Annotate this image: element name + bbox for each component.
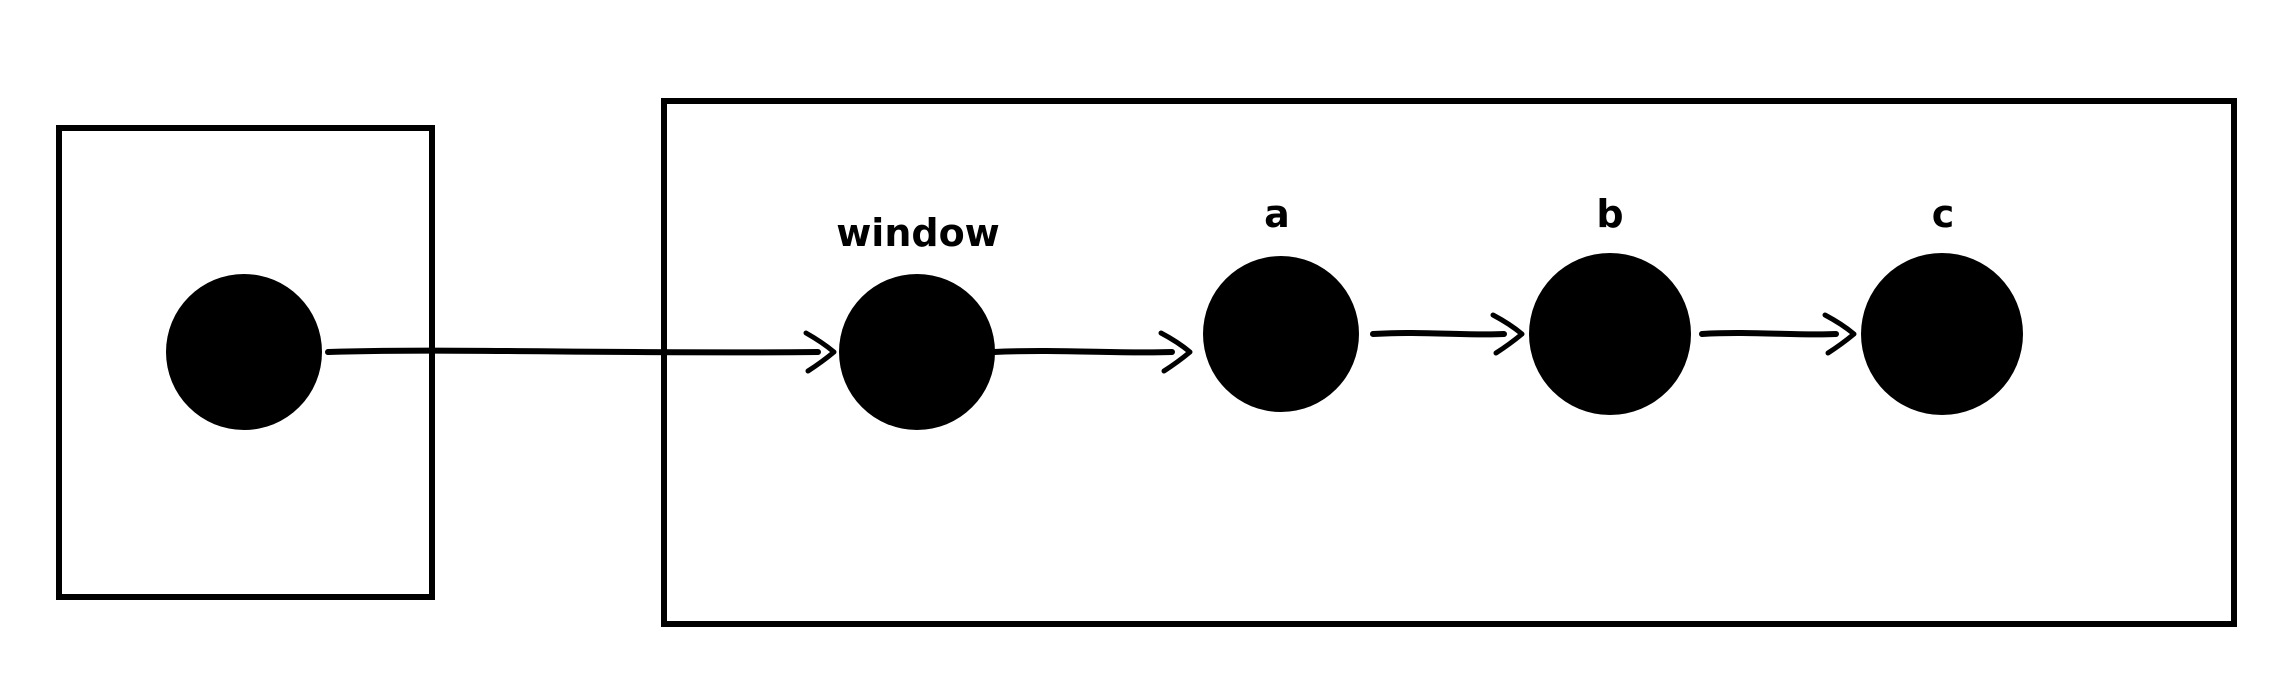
edge-origin-window [325, 330, 837, 374]
node-a [1203, 256, 1359, 412]
node-c [1861, 253, 2023, 415]
node-origin [166, 274, 322, 430]
node-window [839, 274, 995, 430]
edge-window-a [991, 330, 1193, 374]
node-label-b: b [1596, 192, 1623, 236]
node-label-a: a [1264, 192, 1290, 236]
inner-scope-frame [661, 98, 2237, 627]
node-label-window: window [836, 211, 1000, 255]
node-label-c: c [1932, 192, 1955, 236]
edge-a-b [1370, 312, 1525, 356]
edge-b-c [1699, 312, 1857, 356]
node-b [1529, 253, 1691, 415]
outer-scope-frame [56, 125, 435, 600]
